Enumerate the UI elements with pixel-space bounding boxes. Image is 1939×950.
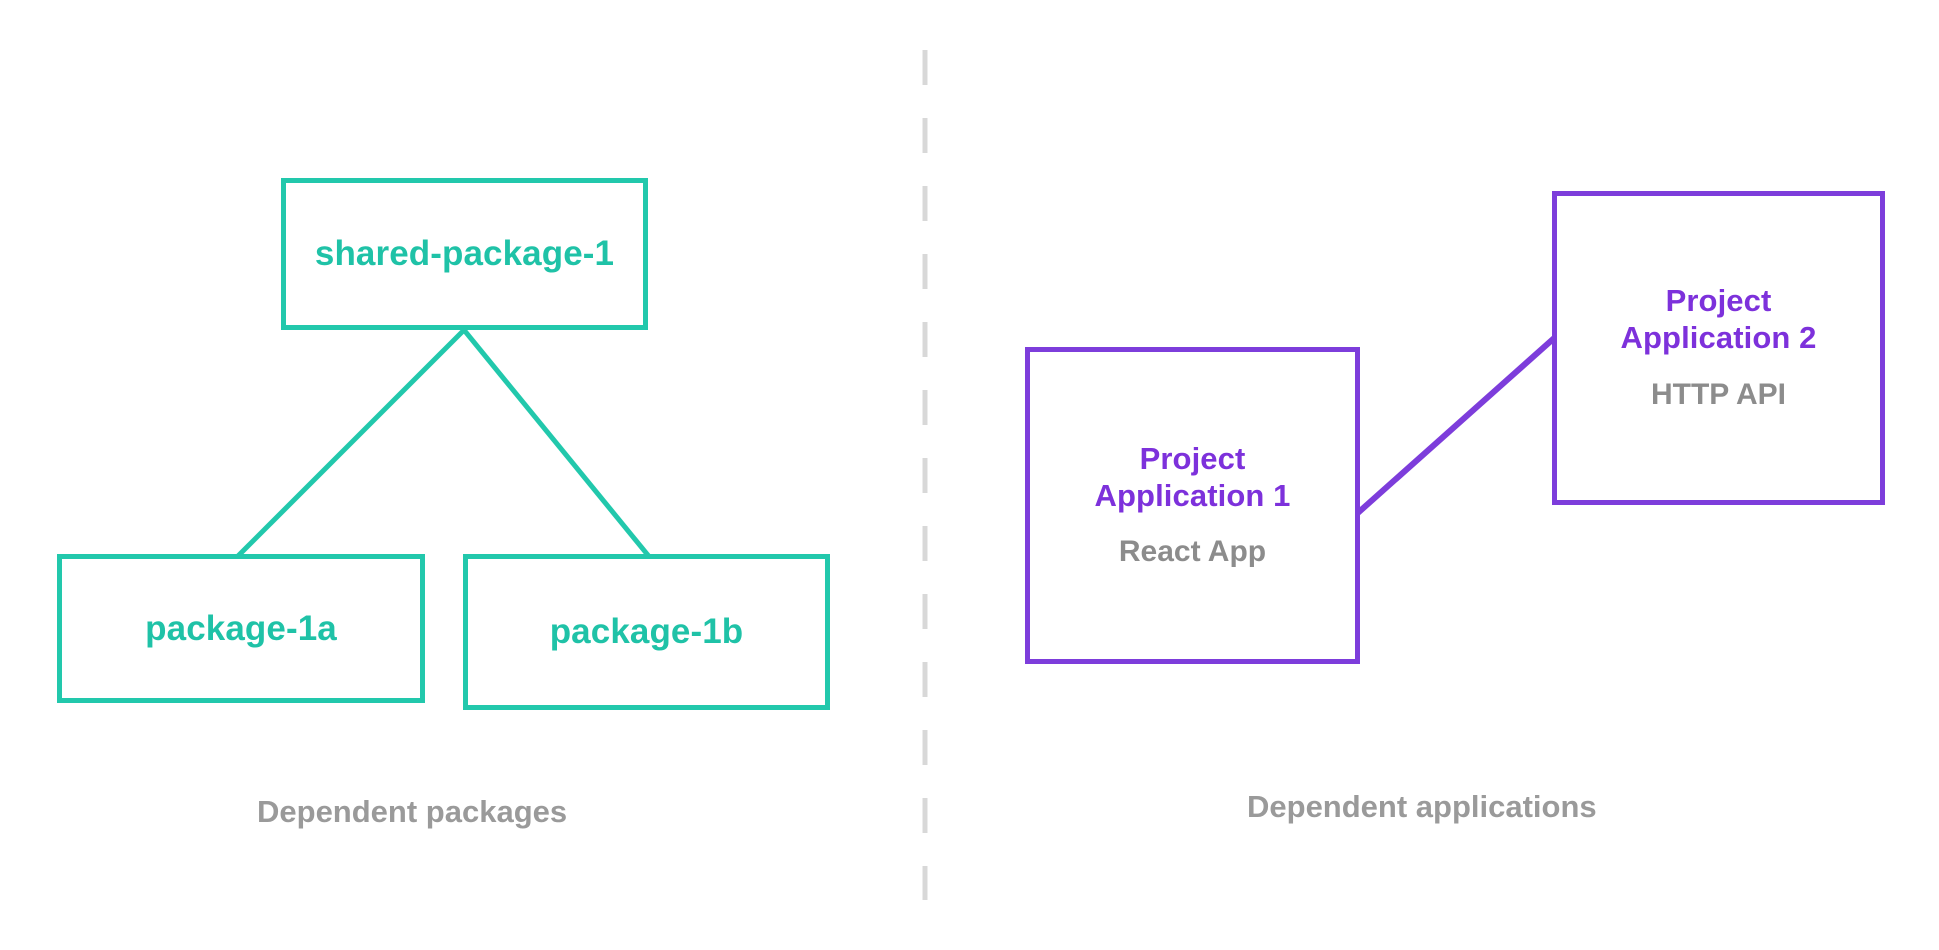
node-project-application-1-title-line1: Project — [1139, 440, 1246, 476]
edge-shared-to-package-1b — [460, 326, 651, 558]
node-project-application-1-title: Project Application 1 — [1095, 441, 1291, 514]
edge-app1-to-app2 — [1355, 335, 1557, 516]
caption-dependent-packages: Dependent packages — [257, 794, 568, 829]
node-project-application-2-title-line2: Application 2 — [1620, 320, 1817, 355]
node-project-application-1-subtitle: React App — [1118, 535, 1267, 569]
node-package-1b[interactable]: package-1b — [463, 554, 830, 710]
node-project-application-2[interactable]: Project Application 2 HTTP API — [1552, 191, 1885, 505]
node-project-application-1[interactable]: Project Application 1 React App — [1025, 347, 1360, 664]
node-shared-package-1-label: shared-package-1 — [314, 234, 615, 274]
node-project-application-2-title: Project Application 2 — [1621, 283, 1817, 356]
node-package-1a[interactable]: package-1a — [57, 554, 425, 703]
node-project-application-2-subtitle: HTTP API — [1650, 377, 1786, 411]
edge-shared-to-package-1a — [236, 326, 468, 558]
node-project-application-2-title-line1: Project — [1665, 283, 1772, 319]
node-package-1b-label: package-1b — [549, 612, 744, 652]
node-shared-package-1[interactable]: shared-package-1 — [281, 178, 648, 330]
node-project-application-1-title-line2: Application 1 — [1094, 477, 1291, 513]
node-package-1a-label: package-1a — [145, 608, 337, 648]
caption-dependent-applications: Dependent applications — [1247, 789, 1597, 824]
